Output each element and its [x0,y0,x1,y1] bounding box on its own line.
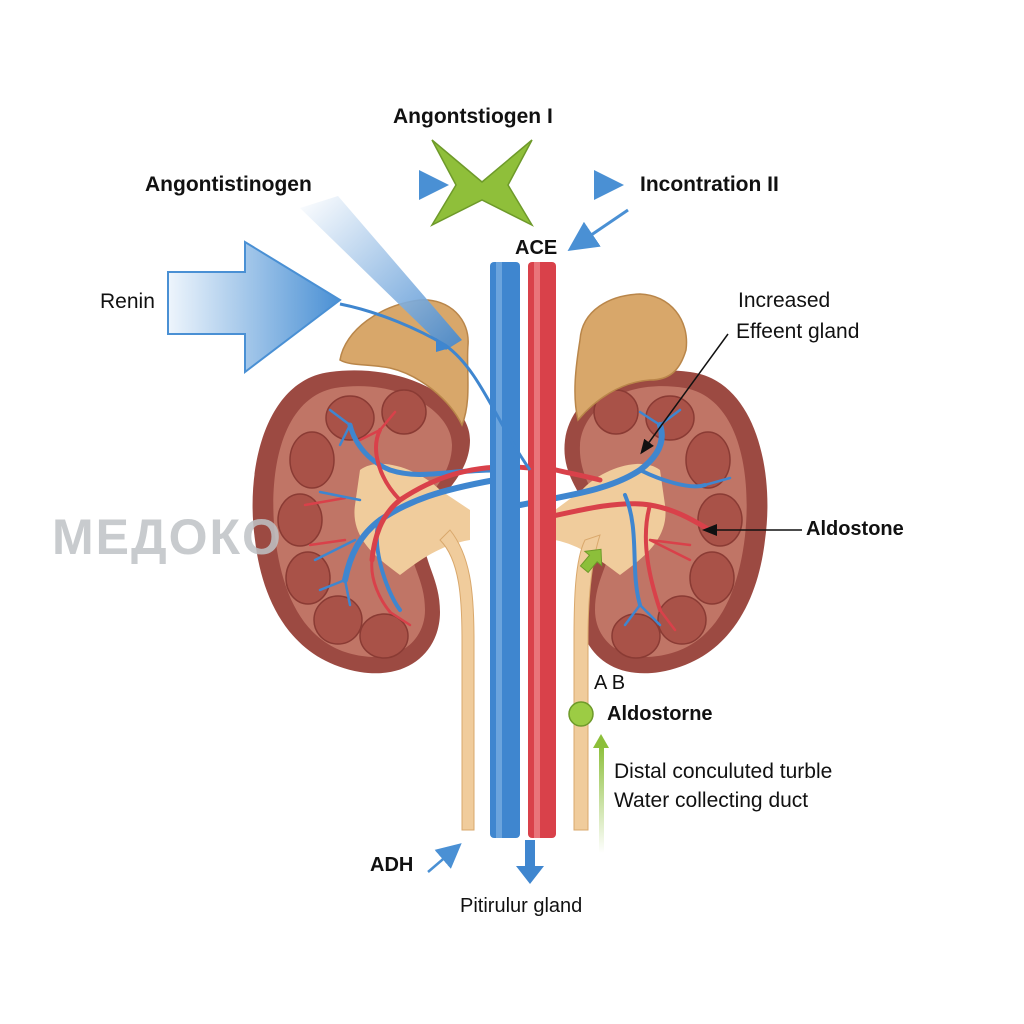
green-up-arrow-shaft [599,745,604,853]
label-effeent-gland: Effeent gland [736,320,860,343]
aldosterone-marker-circle [568,701,594,727]
label-increased: Increased [738,289,831,312]
left-vessels [303,408,533,627]
ace-star-shape [430,139,534,227]
label-angiotensinogen: Angontistinogen [145,173,312,196]
green-up-arrow-small [579,548,603,574]
left-ureter [439,529,475,831]
left-medulla-pyramids [277,389,427,659]
adh-arrow [427,843,462,873]
label-angiotensin-i: Angontstiogen I [393,105,553,128]
label-aldostorne: Aldostorne [607,703,713,725]
renin-cone [300,196,462,350]
label-water-collecting-duct: Water collecting duct [614,789,809,812]
green-up-arrow-head [593,734,609,748]
flow-arrow-head [436,338,450,352]
label-a-b: A B [594,672,626,694]
aorta [528,262,556,838]
vena-cava [490,262,520,838]
label-pituitary-gland: Pitirulur gland [460,895,583,917]
label-ace: ACE [515,237,558,259]
down-arrow-to-pituitary [516,840,544,884]
top-pathway-arrows [350,170,629,252]
right-adrenal-gland [574,293,688,422]
right-kidney [517,293,768,831]
label-renin: Renin [100,290,155,313]
label-incontration-ii: Incontration II [640,173,779,196]
label-adh: ADH [370,854,414,876]
renin-arrow [167,240,342,375]
arrow-to-ace [567,208,629,252]
left-kidney [252,299,533,831]
label-aldostone: Aldostone [806,518,904,540]
pointer-increased [640,333,729,455]
watermark-logo: МЕДОКО [52,509,283,565]
label-distal-tubule: Distal conculuted turble [614,760,833,783]
great-vessels [490,262,556,838]
